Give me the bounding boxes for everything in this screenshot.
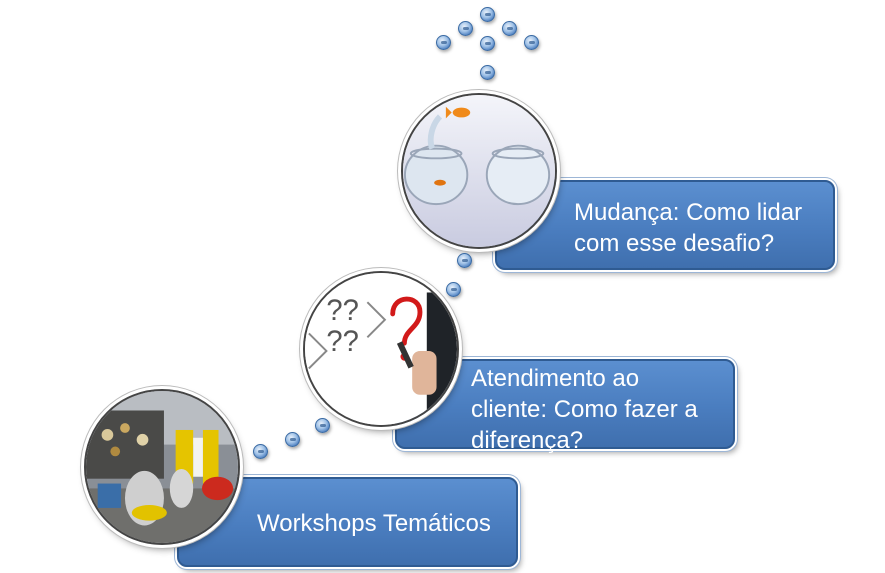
step-label-workshops: Workshops Temáticos <box>257 510 491 537</box>
svg-text:??: ?? <box>326 295 359 327</box>
connector-dot-icon <box>502 21 517 36</box>
goldfish-jump-photo-icon <box>401 93 557 249</box>
connector-dot-icon <box>457 253 472 268</box>
connector-dot-icon <box>480 36 495 51</box>
connector-dot-icon <box>458 21 473 36</box>
question-marks-photo-icon: ?? ?? <box>303 271 459 427</box>
connector-dot-icon <box>436 35 451 50</box>
connector-dot-icon <box>315 418 330 433</box>
step-label-atendimento: Atendimento ao cliente: Como fazer a dif… <box>471 365 698 454</box>
connector-dot-icon <box>253 444 268 459</box>
step-label-mudanca: Mudança: Como lidar com esse desafio? <box>574 199 803 257</box>
svg-text:??: ?? <box>326 326 359 358</box>
connector-dot-icon <box>524 35 539 50</box>
connector-dot-icon <box>480 7 495 22</box>
room-photo-icon <box>84 389 240 545</box>
connector-dot-icon <box>446 282 461 297</box>
connector-dot-icon <box>285 432 300 447</box>
connector-dot-icon <box>480 65 495 80</box>
